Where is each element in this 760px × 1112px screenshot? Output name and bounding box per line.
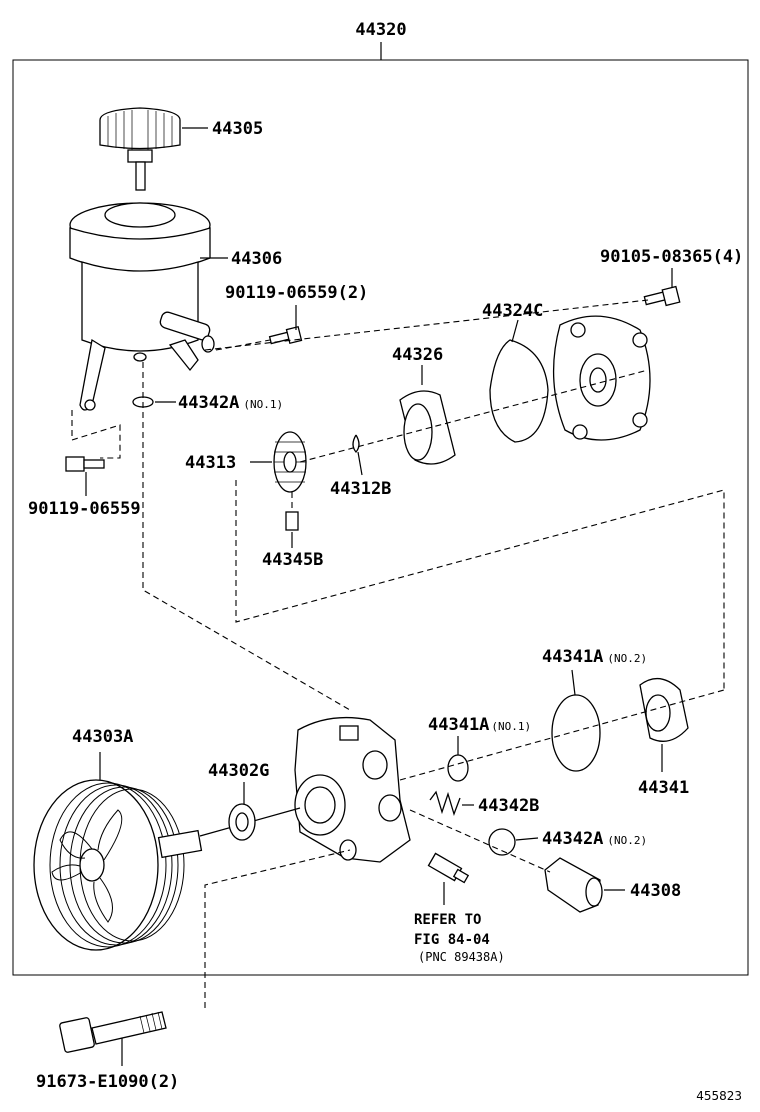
oil-seal-44302g-part <box>228 803 256 841</box>
assembly-frame: 44320 <box>12 20 749 976</box>
gasket-44324c-part <box>489 339 549 443</box>
o-ring-44341a-no2-part <box>551 694 601 772</box>
callout-44342b: 44342B <box>478 796 539 816</box>
side-plate-44341-part <box>639 678 689 742</box>
callout-44308: 44308 <box>630 881 681 901</box>
callout-44313: 44313 <box>185 453 236 473</box>
cam-ring-44326-part <box>399 390 456 465</box>
callout-91673-e1090-2: 91673-E1090(2) <box>36 1072 179 1092</box>
o-ring-44341a-no1-part <box>447 754 469 782</box>
callout-44341a-no2: 44341A(NO.2) <box>542 647 647 667</box>
callout-44324c: 44324C <box>482 301 543 321</box>
rear-housing-part <box>552 315 651 441</box>
callout-44305: 44305 <box>212 119 263 139</box>
assembly-label: 44320 <box>355 20 406 40</box>
callout-44312b: 44312B <box>330 479 391 499</box>
callout-44302g: 44302G <box>208 761 269 781</box>
vane-44345b-part <box>285 511 299 531</box>
callout-44345b: 44345B <box>262 550 323 570</box>
pump-body-part <box>294 716 411 863</box>
fitting-44308-part <box>544 857 603 913</box>
pulley-44303a-part <box>33 779 203 951</box>
callout-44326: 44326 <box>392 345 443 365</box>
callout-44342a-no1: 44342A(NO.1) <box>178 393 283 413</box>
spring-44342b-part <box>429 790 461 817</box>
bolt-90105-part <box>643 285 681 307</box>
figure-number: 455823 <box>696 1089 742 1103</box>
callout-90119-06559-2: 90119-06559(2) <box>225 283 368 303</box>
pressure-switch-part <box>427 852 470 884</box>
bolt-90119-single-part <box>65 456 105 472</box>
snap-ring-44312b-part <box>352 434 360 453</box>
rotor-44313-part <box>273 431 307 493</box>
long-bolt-91673-part <box>59 1011 167 1053</box>
callout-90119-06559: 90119-06559 <box>28 499 141 519</box>
callout-44341a-no1: 44341A(NO.1) <box>428 715 531 735</box>
callout-44303a: 44303A <box>72 727 133 747</box>
refer-note-line2: FIG 84-04 <box>414 932 490 948</box>
refer-note-line3: (PNC 89438A) <box>418 950 505 964</box>
callout-labels: 44305 44306 90119-06559(2) 44342A(NO.1) … <box>28 119 743 1103</box>
reservoir-cap-part <box>99 107 181 191</box>
callout-44342a-no2: 44342A(NO.2) <box>542 829 647 849</box>
callout-44341: 44341 <box>638 778 689 798</box>
reservoir-tank-part <box>69 202 215 411</box>
o-ring-44342a-no2-part <box>488 828 516 856</box>
refer-note-line1: REFER TO <box>414 912 481 928</box>
callout-90105-08365-4: 90105-08365(4) <box>600 247 743 267</box>
callout-44306: 44306 <box>231 249 282 269</box>
